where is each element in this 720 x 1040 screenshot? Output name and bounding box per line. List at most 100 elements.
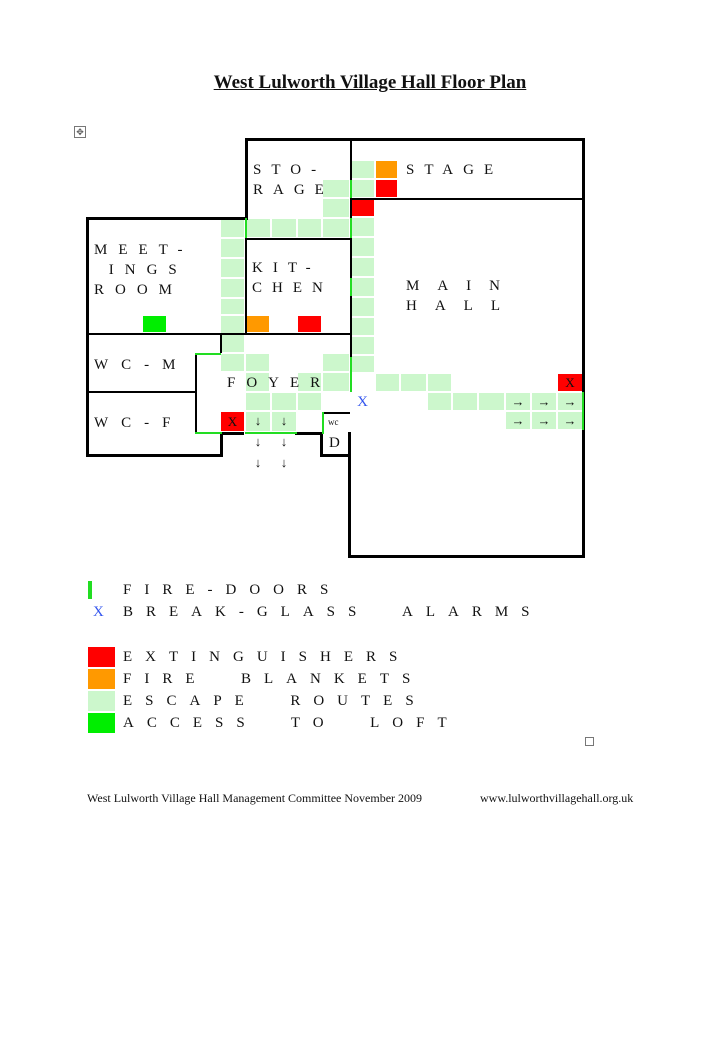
escape-route-cell [322,353,350,372]
escape-route-cell [350,257,375,277]
escape-route-cell [245,411,271,432]
room-label-storage: STO- RAGE [253,162,334,198]
escape-route-cell [452,392,478,411]
room-label-main-hall: MAIN HALL [406,278,518,314]
fire-door-marker [88,581,92,599]
room-label-kitchen: KIT- CHEN [252,260,333,296]
exit-arrow-right-icon: → [511,413,525,428]
legend-item-extinguishers: EXTINGUISHERS [88,647,410,667]
wall [86,333,352,335]
legend-item-blankets: FIRE BLANKETS [88,669,423,689]
wall [220,333,222,353]
escape-route-cell [220,334,245,353]
escape-route-cell [322,179,350,198]
exit-arrow-down-icon: ↓ [280,434,288,449]
escape-route-cell [375,373,400,392]
escape-route-cell [557,411,583,430]
exit-arrow-right-icon: → [563,394,577,409]
escape-route-cell [350,237,375,257]
exit-arrow-down-icon: ↓ [254,455,262,470]
exit-arrow-right-icon: → [537,413,551,428]
escape-route-cell [531,392,557,411]
escape-route-cell [478,392,505,411]
room-label-meeting: MEET- INGS ROOM [94,242,194,298]
wall [86,217,248,220]
wall [320,432,323,457]
escape-route-cell [400,373,427,392]
escape-route-cell [271,218,297,238]
fire-door [245,218,247,238]
break-glass-alarm-icon: X [357,394,368,410]
fire-blanket-marker [375,160,398,179]
escape-route-cell [245,218,271,238]
footer-website: www.lulworthvillagehall.org.uk [480,791,634,805]
escape-route-cell [297,218,322,238]
wall [350,238,352,358]
escape-route-cell [245,372,270,392]
wall [348,432,351,558]
escape-route-cell [505,411,531,430]
extinguisher-marker [375,179,398,198]
footer-committee: West Lulworth Village Hall Management Co… [87,791,423,805]
exit-arrow-down-icon: ↓ [254,413,262,428]
escape-route-cell [557,392,583,411]
wall [245,238,352,240]
fire-door [350,180,352,198]
escape-route-cell [297,372,322,392]
escape-route-cell [350,277,375,297]
fire-door [195,353,221,355]
wall [322,412,350,414]
exit-arrow-right-icon: → [563,413,577,428]
escape-route-cell [220,315,245,334]
escape-route-cell [350,217,375,237]
extinguisher-marker [297,315,322,333]
wall [86,391,196,393]
wall [245,238,247,334]
anchor-handle-icon[interactable] [585,737,594,746]
escape-route-cell [350,160,375,179]
room-label-wc-d-small: wc [328,417,339,427]
wall [295,432,322,435]
escape-route-cell [350,355,375,373]
fire-door [245,432,297,434]
wall [220,432,223,457]
wall [348,555,585,558]
exit-arrow-down-icon: ↓ [280,455,288,470]
escape-route-cell [322,372,350,392]
room-label-foyer: FOYER [227,375,332,391]
fire-blanket-swatch [88,669,115,689]
fire-door [350,218,352,238]
wall [245,138,248,220]
fire-door [350,357,352,392]
fire-door [350,278,352,296]
exit-arrow-right-icon: → [537,394,551,409]
legend-item-loft: ACCESS TO LOFT [88,713,460,733]
escape-route-cell [322,198,350,218]
escape-route-cell [220,218,245,238]
room-label-wc-m: WC-M [94,357,189,373]
escape-route-cell [220,353,245,372]
extinguisher-swatch [88,647,115,667]
move-handle-icon[interactable]: ✥ [74,126,86,138]
escape-route-cell [245,353,270,372]
page-title: West Lulworth Village Hall Floor Plan [213,72,527,93]
escape-route-cell [427,373,452,392]
fire-blanket-marker [245,315,270,333]
escape-route-cell [220,278,245,298]
wall [195,353,197,433]
room-label-wc-d: D [329,435,340,451]
fire-door [322,412,324,434]
escape-route-cell [350,336,375,355]
escape-route-cell [297,392,322,411]
wall [582,138,585,558]
legend-item-alarms: X BREAK-GLASS ALARMS [88,602,543,622]
escape-route-cell [350,317,375,336]
exit-arrow-down-icon: ↓ [280,413,288,428]
wall [245,138,585,141]
room-label-stage: STAGE [406,162,504,178]
escape-route-cell [220,258,245,278]
escape-route-cell [427,392,452,411]
exit-arrow-right-icon: → [511,394,525,409]
